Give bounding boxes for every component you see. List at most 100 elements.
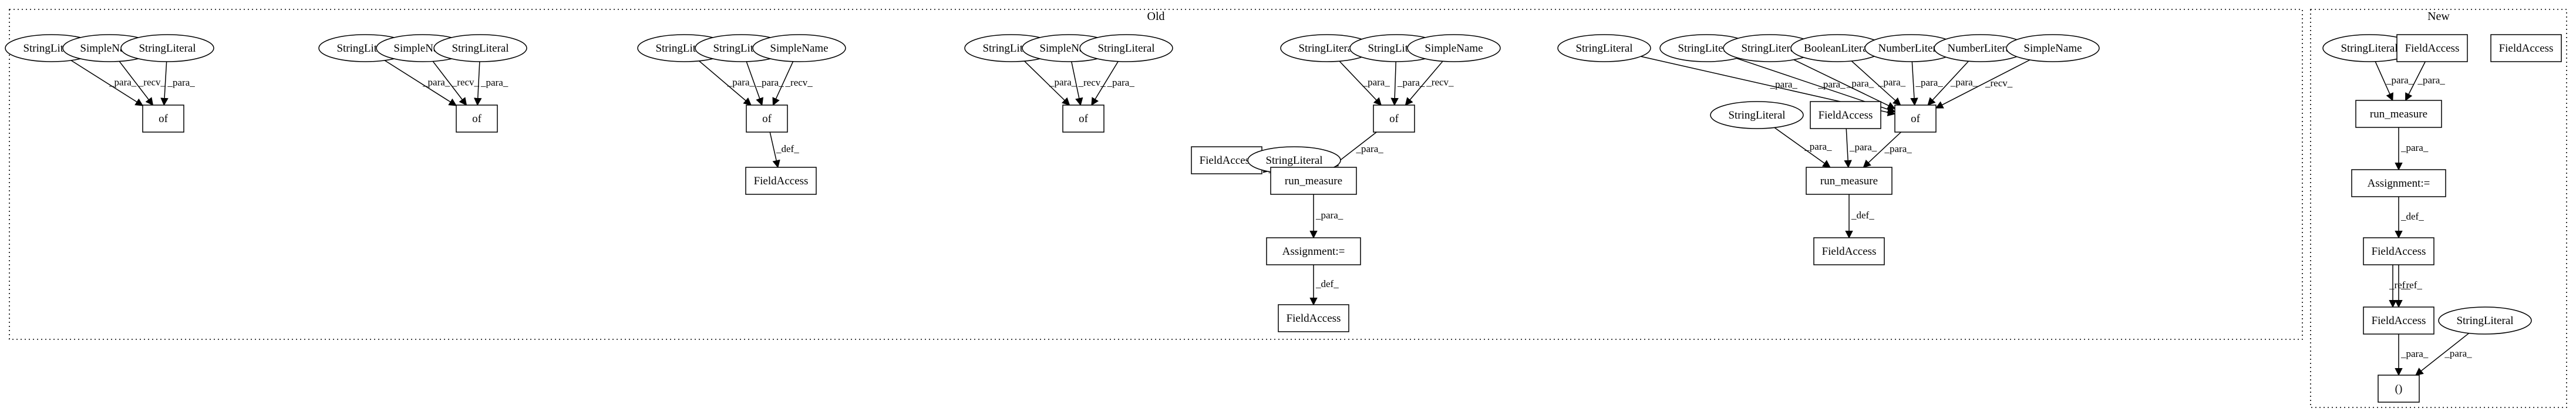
node-o4_of: of — [1062, 105, 1105, 133]
node-label: SimpleName — [770, 42, 828, 55]
node-label: run_measure — [1285, 175, 1342, 187]
edge-label: _para_ — [1315, 210, 1343, 221]
node-label: FieldAccess — [2405, 42, 2460, 55]
edge-line — [1091, 61, 1119, 106]
node-o2_of: of — [456, 105, 498, 133]
node-label: FieldAccess — [1822, 245, 1877, 258]
edge-o4_s1-o4_of: _para_ — [1024, 60, 1077, 106]
edge-line — [1935, 59, 2031, 109]
edge-n_s2-n_call: _para_ — [2415, 332, 2472, 376]
node-label: FieldAccess — [2499, 42, 2554, 55]
edge-line — [1793, 59, 1896, 109]
edge-o1_s1-o1_of: _para_ — [70, 60, 144, 106]
node-label: StringLiteral — [1575, 42, 1632, 55]
edge-label: _def_ — [1851, 210, 1874, 221]
node-n_fa3: FieldAccess — [2363, 306, 2434, 335]
node-n_rm: run_measure — [2355, 100, 2442, 128]
edge-label: _ref_ — [2389, 279, 2410, 291]
edge-o6_b-o6_of: _para_ — [1851, 60, 1906, 106]
node-label: run_measure — [2370, 108, 2427, 120]
node-o6_s1: StringLiteral — [1557, 34, 1651, 62]
edge-label: _para_ — [1770, 79, 1798, 90]
node-shape — [1373, 105, 1415, 133]
edge-o3_s2-o3_of: _para_ — [746, 61, 784, 106]
edge-o6_s4-o6_rm: _para_ — [1774, 127, 1832, 168]
node-label: NumberLiteral — [1878, 42, 1945, 55]
node-label: StringLiteral — [1265, 154, 1322, 167]
node-o5_fa2: FieldAccess — [1278, 304, 1349, 332]
edge-label: _para_ — [1804, 141, 1832, 152]
node-label: FieldAccess — [754, 175, 809, 187]
edge-o3_s1-o3_of: _para_ — [699, 60, 755, 106]
node-label: BooleanLiteral — [1804, 42, 1871, 55]
node-shape — [1062, 105, 1105, 133]
edge-n_fa2-n_fa3: _ref_ — [2389, 265, 2410, 308]
edge-o4_n-o4_of: _recv_ — [1071, 61, 1106, 106]
edge-o5_s1-o5_of: _para_ — [1339, 60, 1390, 106]
edge-o6_nl1-o6_of: _para_ — [1910, 61, 1943, 106]
node-shape — [2363, 306, 2434, 335]
node-label: () — [2395, 383, 2403, 395]
node-label: FieldAccess — [1200, 154, 1254, 167]
edge-label: _para_ — [1362, 77, 1390, 88]
edge-line — [1774, 127, 1831, 168]
edge-label: _para_ — [727, 76, 755, 87]
edge-o1_n-o1_of: _recv_ — [119, 60, 166, 106]
cluster-label-old: Old — [1147, 10, 1165, 23]
edge-label: _para_ — [2400, 142, 2429, 153]
edge-label: _para_ — [109, 76, 137, 87]
edge-n_fa2-n_fa3: _ref_ — [2395, 265, 2422, 308]
edge-line — [1910, 61, 1918, 106]
node-o3_fa: FieldAccess — [745, 167, 817, 195]
node-label: StringLiteral — [452, 42, 509, 55]
node-o6_n: SimpleName — [2006, 34, 2100, 62]
node-shape — [2378, 375, 2420, 403]
node-label: FieldAccess — [2372, 245, 2426, 258]
edge-label: _para_ — [2400, 348, 2429, 359]
edge-label: _recv_ — [1426, 77, 1454, 88]
node-shape — [2006, 34, 2100, 62]
edge-o1_s2-o1_of: _para_ — [160, 61, 195, 106]
node-label: StringLiteral — [1728, 109, 1785, 122]
edge-label: _para_ — [2444, 348, 2472, 359]
node-shape — [1806, 167, 1893, 195]
node-n_fa1: FieldAccess — [2396, 34, 2468, 62]
edge-n_fa3-n_call: _para_ — [2395, 334, 2429, 376]
edge-line — [160, 61, 169, 106]
node-shape — [1810, 101, 1881, 129]
node-label: of — [1079, 113, 1089, 125]
edge-label: _def_ — [1315, 278, 1339, 289]
edge-o6_fa1-o6_rm: _para_ — [1844, 128, 1877, 168]
edge-label: _para_ — [1878, 76, 1906, 87]
edge-o6_n-o6_of: _recv_ — [1935, 59, 2031, 109]
edge-label: _para_ — [1849, 141, 1877, 153]
node-n_as: Assignment:= — [2351, 169, 2446, 197]
edge-line — [1390, 61, 1399, 106]
edge-label: _para_ — [1884, 143, 1912, 154]
node-shape — [2351, 169, 2446, 197]
edge-label: _para_ — [1950, 77, 1978, 88]
edge-label: _para_ — [2386, 75, 2414, 86]
edge-line — [432, 60, 467, 106]
edge-o3_of-o3_fa: _def_ — [769, 132, 799, 168]
edge-line — [1851, 60, 1901, 106]
node-label: FieldAccess — [2372, 315, 2426, 327]
node-shape — [2438, 306, 2532, 335]
edge-label: _ref_ — [2400, 279, 2422, 291]
edge-o2_s1-o2_of: _para_ — [384, 60, 457, 106]
edge-o5_n-o5_of: _recv_ — [1405, 60, 1454, 106]
node-o5_n: SimpleName — [1407, 34, 1501, 62]
edge-line — [70, 60, 144, 106]
cluster-label-new: New — [2427, 10, 2450, 23]
edge-label: _recv_ — [1077, 77, 1106, 88]
node-o6_s4: StringLiteral — [1710, 101, 1804, 129]
edge-label: _para_ — [1817, 79, 1846, 90]
node-o1_of: of — [142, 105, 184, 133]
edge-o6_rm-o6_fa2: _def_ — [1845, 194, 1874, 239]
edge-o6_s3-o6_of: _para_ — [1793, 59, 1896, 109]
node-n_call: () — [2378, 375, 2420, 403]
edge-line — [1863, 132, 1901, 168]
node-n_fa2: FieldAccess — [2363, 237, 2434, 265]
node-shape — [2490, 34, 2562, 62]
node-label: StringLiteral — [1298, 42, 1355, 55]
